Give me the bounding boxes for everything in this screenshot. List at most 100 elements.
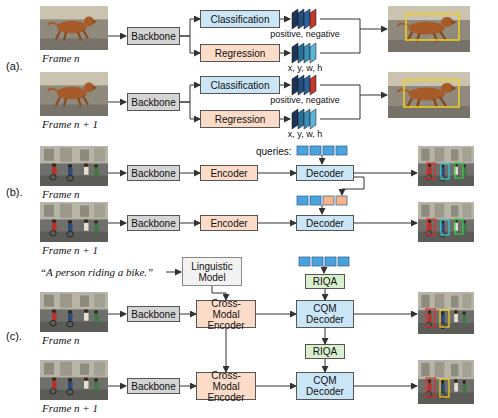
box-label: RIQA [311,276,339,287]
text-label: Frame n + 1 [42,402,98,414]
output-label: x, y, w, h [288,130,322,140]
flow-arrow [258,173,296,174]
bounding-box [427,163,435,179]
flow-arrow [280,19,290,20]
query-tokens [297,146,347,155]
bounding-box [404,80,459,107]
feature-map-slice [292,9,298,29]
layout-wires [108,19,417,386]
feature-map-slice [298,109,304,129]
input-arrow [108,386,126,387]
flow-arrow [180,102,200,119]
process-box: Backbone [127,93,180,111]
output-frame [418,360,474,404]
box-text-group: Backbone [129,168,177,179]
process-box: RIQA [305,274,345,289]
box-text-group: Backbone [129,218,177,229]
feature-map-slice [298,9,304,29]
box-label: Classification [209,14,272,25]
output-label: x, y, w, h [288,64,322,74]
box-label: Decoder [304,218,346,229]
feature-map-slice [304,109,310,129]
box-text-group: Backbone [129,309,177,320]
feature-map-slice [298,75,304,95]
text-label: Frame n [42,52,80,64]
box-text-group: RIQA [311,276,339,287]
box-text-group: CQM Decoder [297,303,353,325]
text-label: Frame n + 1 [42,118,98,130]
bounding-box [441,220,449,235]
box-label: Backbone [129,31,177,42]
box-label: Regression [213,48,268,59]
process-box: Cross-Modal Encoder [196,300,256,328]
box-text-group: Regression [213,114,268,125]
process-box: Cross-Modal Encoder [196,372,256,400]
output-arrow [360,95,387,96]
feature-map-slice [292,43,298,63]
text-label: (a). [6,60,23,72]
output-label: positive, negative [270,96,340,106]
process-box: Encoder [200,165,258,181]
feature-map-shape [290,108,320,130]
process-box: CQM Decoder [296,372,354,400]
output-arrow [354,386,417,387]
flow-arrow [180,36,200,53]
output-frame [418,292,474,334]
flow-arrow [280,85,290,86]
input-arrow [108,223,126,224]
flow-arrow [256,386,296,387]
bounding-box [440,379,449,397]
feature-map-slice [304,9,310,29]
box-text-group: Backbone [129,381,177,392]
input-frame [40,292,108,332]
feature-map-slice [310,9,316,29]
flow-arrow [280,53,290,54]
flow-arrow [180,386,196,387]
output-arrow [354,223,417,224]
output-arrow [354,173,417,174]
box-text-group: Regression [213,48,268,59]
feature-map-slice [304,43,310,63]
bounding-box [455,219,463,234]
box-label: CQM Decoder [297,303,353,325]
query-arrow [322,155,323,164]
box-text-group: Classification [209,80,272,91]
query-arrow [322,205,323,214]
input-arrow [108,314,126,315]
bounding-box [441,164,449,179]
process-box: CQM Decoder [296,300,354,328]
output-label: positive, negative [270,30,340,40]
bounding-box [426,378,435,397]
flow-arrow [325,359,326,372]
box-text-group: Classification [209,14,272,25]
box-label: Backbone [129,309,177,320]
text-label: queries: [256,146,292,157]
feature-map-stack: positive, negative [290,74,320,96]
box-label: Encoder [208,168,249,179]
text-label: (b). [6,186,23,198]
text-arrow [166,272,181,273]
feature-map-slice [304,75,310,95]
bounding-box [426,309,435,327]
flow-arrow [256,314,296,315]
box-text-group: Backbone [129,97,177,108]
flow-arrow [258,223,296,224]
flow-arrow [180,173,200,174]
process-box: Regression [200,110,280,128]
bounding-box [406,14,459,40]
flow-arrow [180,85,200,102]
flow-arrow [280,119,290,120]
feature-map-stack: x, y, w, h [290,42,320,64]
feature-map-slice [292,109,298,129]
process-box: Classification [200,10,280,28]
feature-map-slice [310,109,316,129]
flow-arrow [226,328,227,372]
process-box: Backbone [127,378,180,394]
text-label: Frame n + 1 [42,244,98,256]
box-text-group: Cross-Modal Encoder [197,370,255,403]
output-arrow [360,29,387,30]
input-frame [40,202,108,242]
box-text-group: Cross-Modal Encoder [197,298,255,331]
text-label: (c). [6,330,22,342]
process-box: Decoder [296,215,354,231]
